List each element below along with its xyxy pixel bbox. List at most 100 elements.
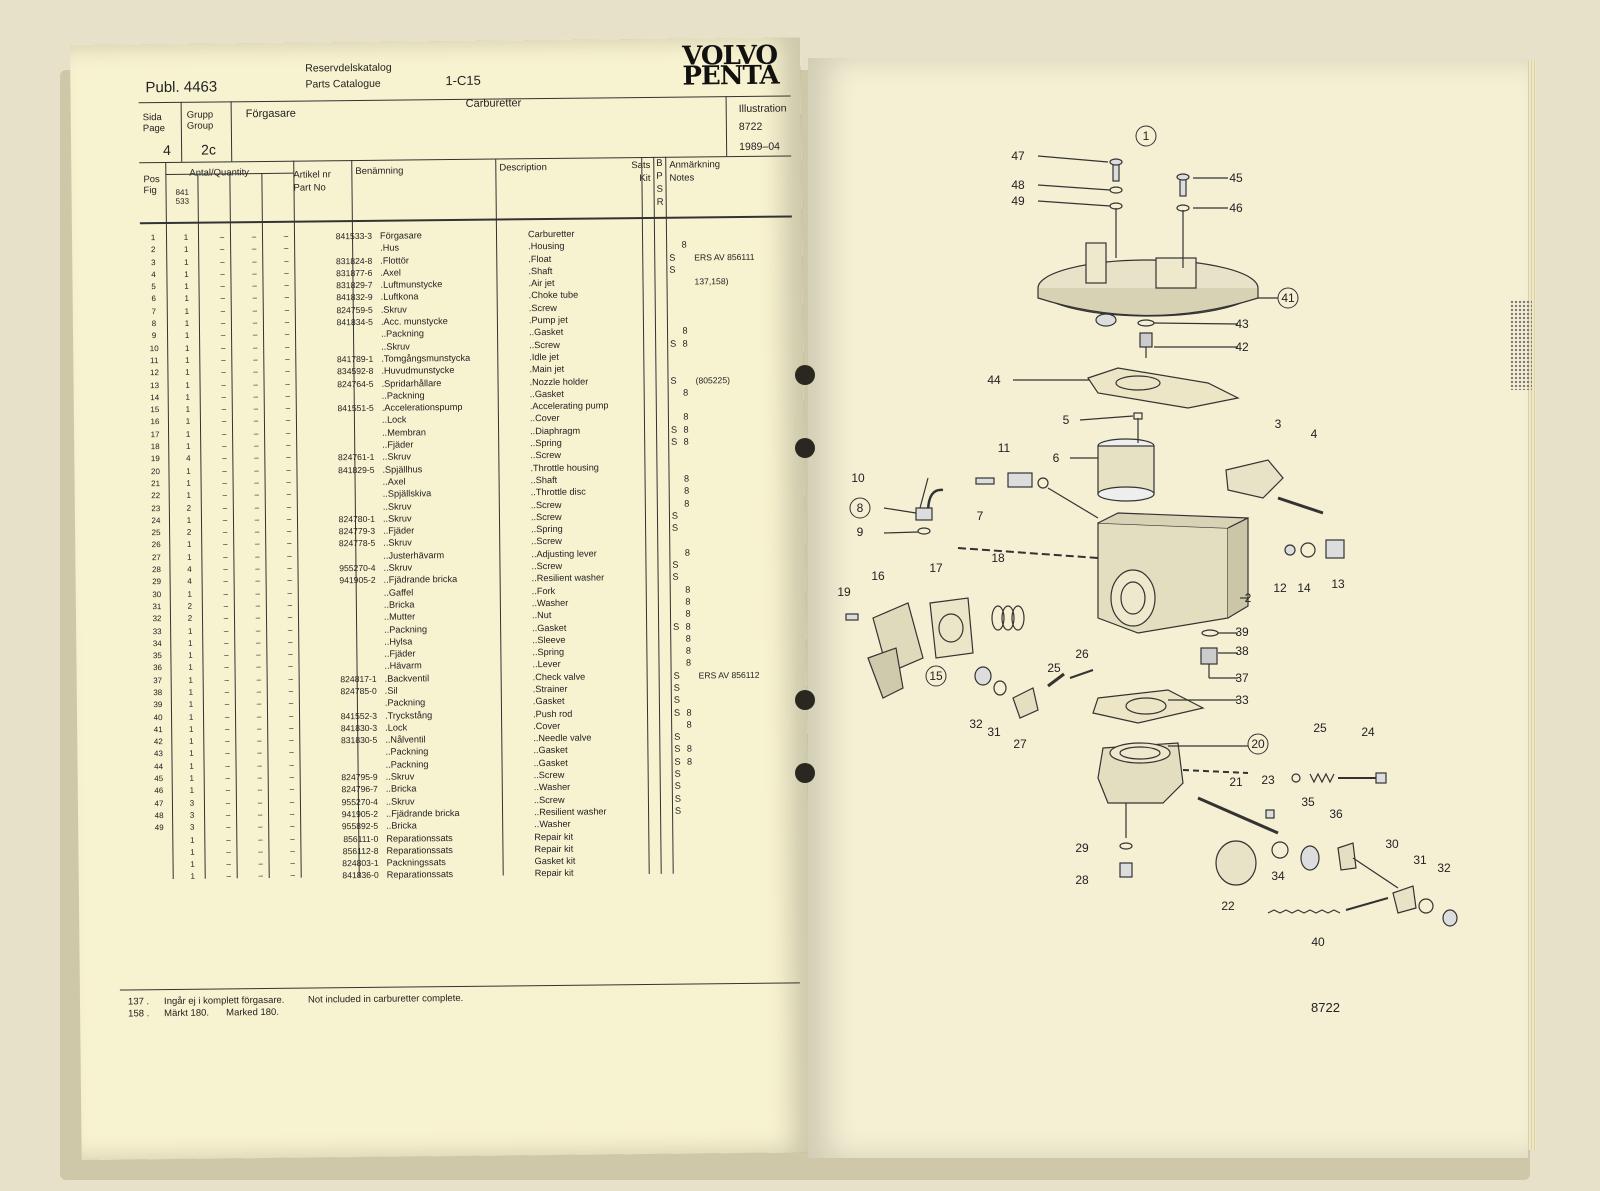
part-number-cell: 841551-5 (337, 402, 374, 414)
part-number-cell: 824759-5 (336, 304, 373, 316)
part-number-cell: 955270-4 (339, 562, 376, 574)
part-number-cell: 941905-2 (339, 575, 376, 586)
qty-cell: – (253, 404, 259, 414)
qty-cell: – (287, 576, 292, 586)
pos-cell: 32 (152, 614, 162, 624)
qty-cell: – (289, 735, 294, 745)
qty-cell: – (255, 625, 261, 635)
qty-cell: 1 (189, 786, 195, 796)
part-number-cell: 824817-1 (340, 673, 377, 684)
qty-cell: – (255, 564, 260, 574)
pos-cell: 3 (150, 257, 156, 267)
qty-cell: 1 (190, 835, 195, 845)
qty-cell: – (288, 662, 293, 672)
callout-37: 37 (1235, 671, 1249, 685)
note-cell (694, 607, 788, 620)
qty-cell: – (255, 588, 261, 598)
qty-cell: – (252, 281, 257, 291)
callout-25: 25 (1047, 661, 1061, 675)
qty-cell: 1 (186, 466, 191, 476)
qty-cell: 1 (185, 368, 190, 378)
part-number-cell (305, 476, 379, 489)
pos-cell: 41 (153, 724, 163, 735)
callout-26: 26 (1075, 647, 1089, 661)
part-number-cell: 834592-8 (337, 366, 374, 377)
qty-cell: – (255, 613, 261, 623)
part-number-cell (306, 648, 380, 661)
sats-cell: S (674, 805, 682, 816)
bpsr-cell (679, 374, 691, 386)
qty-cell: – (289, 821, 295, 831)
pos-cell: 6 (151, 294, 156, 304)
sats-cell (668, 448, 680, 460)
bpsr-cell: 8 (685, 608, 691, 619)
pos-cell: 11 (150, 356, 159, 366)
qty-cell: – (290, 858, 295, 868)
qty-cell: – (251, 244, 257, 254)
qty-cell: – (287, 625, 293, 635)
bpsr-cell (681, 559, 693, 571)
callout-2: 2 (1245, 591, 1252, 605)
qty-cell: – (287, 551, 292, 561)
qty-cell: – (284, 330, 290, 340)
bpsr-cell (679, 349, 691, 361)
pos-cell: 47 (154, 798, 164, 808)
binder-hole (795, 365, 815, 385)
pos-cell: 44 (154, 761, 164, 771)
qty-cell: – (289, 797, 295, 807)
qty-cell: – (225, 785, 231, 795)
callout-19: 19 (837, 585, 851, 599)
note-cell (690, 262, 784, 275)
callout-9: 9 (857, 525, 864, 539)
pos-cell: 31 (152, 601, 162, 612)
callout-20: 20 (1251, 737, 1265, 751)
qty-cell: 1 (187, 552, 192, 562)
note-cell: 137,158) (694, 276, 729, 287)
part-number-cell: 824796-7 (341, 784, 378, 795)
sats-cell (668, 399, 680, 411)
qty-cell: – (252, 330, 258, 340)
qty-cell: – (220, 306, 226, 316)
sats-cell: S (671, 522, 679, 533)
pos-cell: 25 (151, 528, 161, 538)
sats-cell: S (669, 252, 676, 263)
sats-cell (673, 854, 685, 866)
sats-cell: S (673, 707, 681, 718)
callout-40: 40 (1311, 935, 1325, 949)
qty-cell: 2 (187, 601, 193, 611)
qty-cell: – (258, 871, 263, 881)
part-number-cell: 941905-2 (341, 808, 379, 820)
part-number-cell: 841552-3 (340, 710, 378, 721)
illustration-number: 8722 (1311, 1000, 1340, 1015)
qty-cell: – (253, 367, 258, 377)
bpsr-cell: 8 (683, 411, 689, 423)
qty-cell: – (257, 785, 263, 795)
bpsr-cell: 8 (685, 584, 691, 595)
callout-42: 42 (1235, 340, 1249, 354)
qty-cell: – (254, 477, 259, 488)
pos-cell (147, 871, 173, 884)
qty-cell: – (288, 698, 294, 709)
note-cell (697, 865, 791, 878)
qty-cell: – (222, 515, 228, 525)
qty-cell: 1 (188, 675, 193, 685)
bpsr-cell (684, 792, 696, 804)
bpsr-cell: 8 (685, 596, 691, 607)
sats-cell (670, 645, 682, 657)
qty-cell: – (257, 797, 263, 807)
pos-cell: 28 (151, 565, 161, 575)
qty-cell: – (284, 305, 290, 315)
note-cell (696, 828, 790, 841)
bpsr-cell: 8 (682, 325, 688, 336)
callout-34: 34 (1271, 869, 1285, 883)
qty-cell: – (289, 772, 294, 782)
part-number-cell (304, 414, 378, 427)
part-number-cell: 824780-1 (338, 513, 376, 525)
pos-cell: 19 (150, 454, 160, 464)
sats-cell (669, 497, 681, 509)
bpsr-cell (684, 841, 696, 853)
callout-circle (925, 665, 947, 687)
qty-cell: 1 (184, 294, 189, 304)
pos-cell: 49 (154, 823, 164, 833)
callout-18: 18 (991, 551, 1005, 565)
